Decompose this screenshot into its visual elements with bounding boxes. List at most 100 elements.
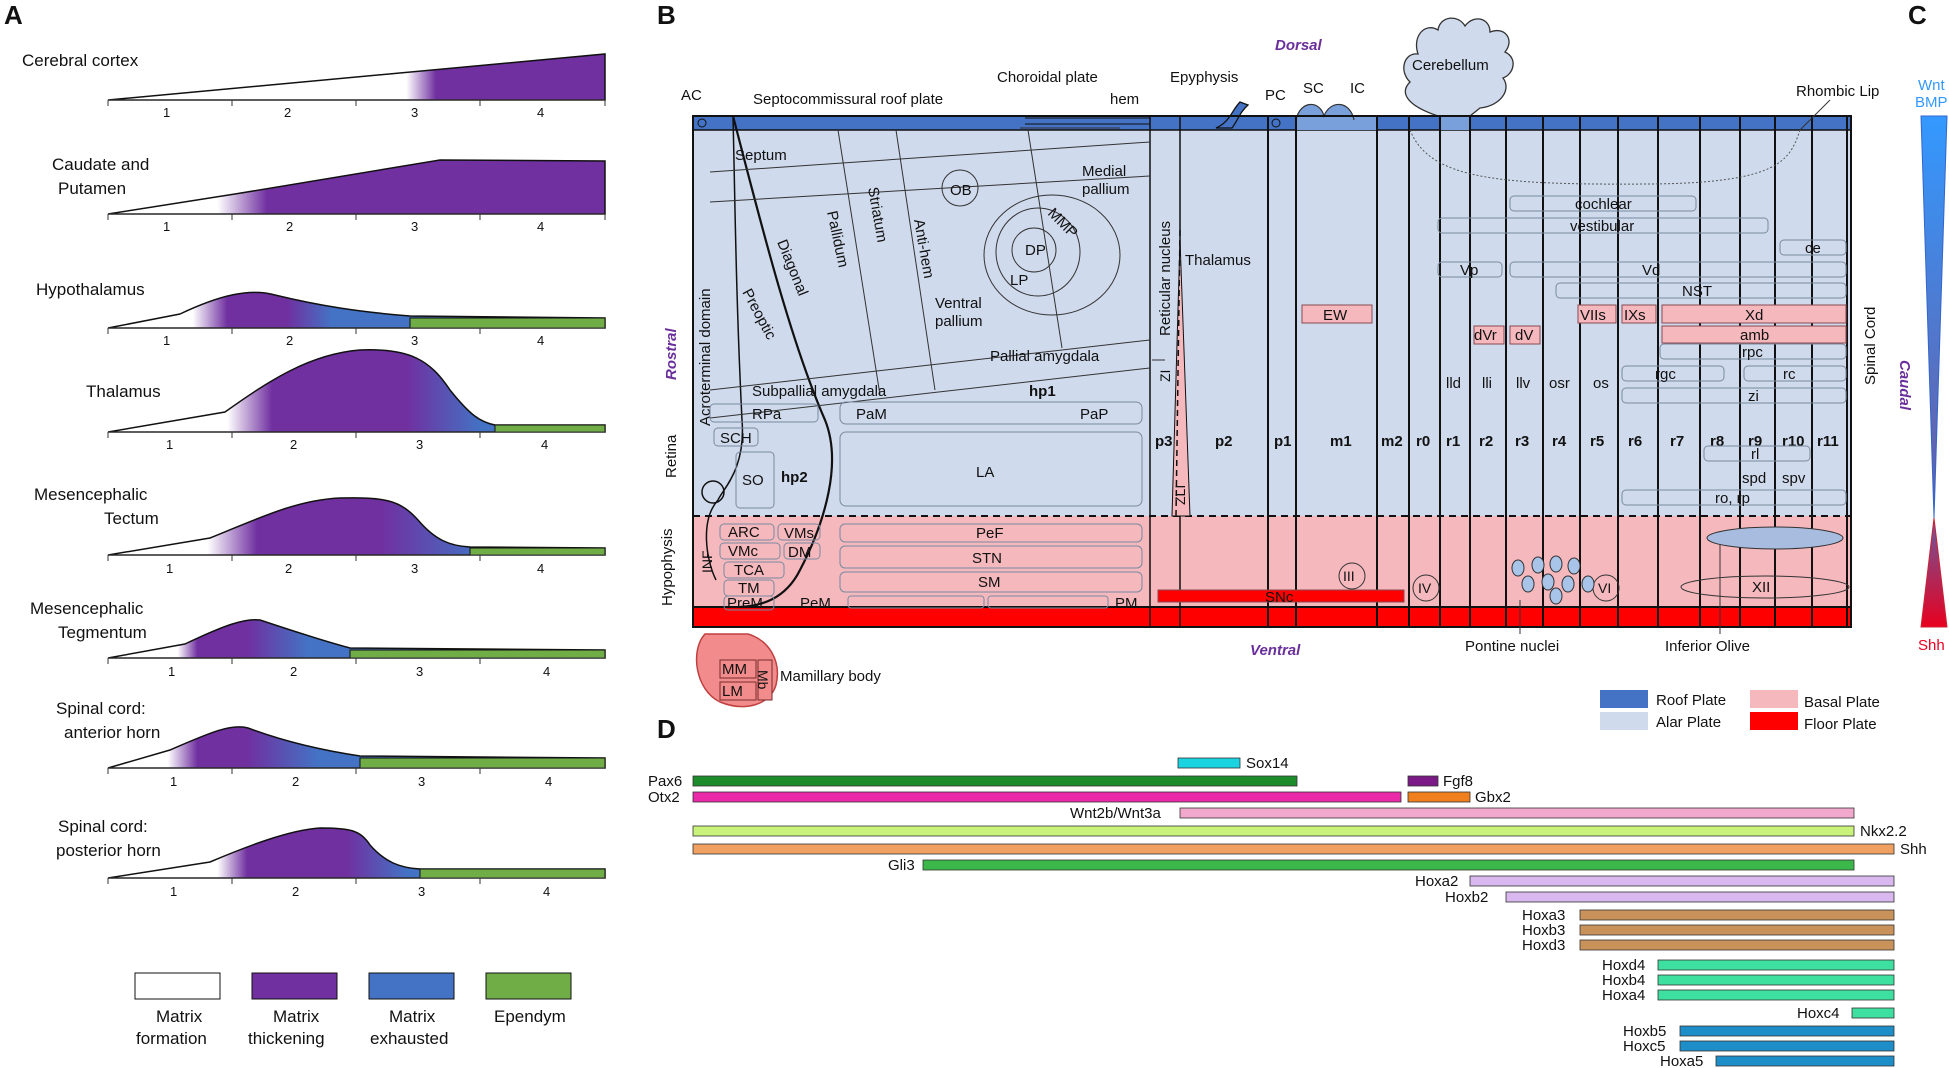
gene-bar-nkx22 — [692, 825, 1855, 837]
neural-tube-outline — [692, 115, 1852, 628]
nucleus-label: IV — [1418, 580, 1432, 596]
label-ventral: Ventral — [1250, 642, 1301, 659]
gradient-label-bmp: BMP — [1915, 94, 1948, 111]
nucleus-label: XII — [1752, 579, 1770, 596]
ependym-bar — [359, 757, 606, 769]
gene-bar-hoxb2 — [1505, 891, 1895, 903]
gene-label: Nkx2.2 — [1860, 823, 1907, 840]
gene-bar-hoxb5 — [1679, 1025, 1895, 1037]
nucleus-label: SCH — [720, 430, 752, 447]
label-ob: OB — [950, 182, 972, 199]
axis-tick: 3 — [411, 561, 418, 576]
nucleus-label: os — [1593, 375, 1609, 392]
gene-bar-fgf8 — [1407, 775, 1439, 787]
nucleus-label: Mb — [755, 670, 771, 690]
segment-label-hp1: hp1 — [1029, 383, 1056, 400]
area-title: Hypothalamus — [36, 280, 145, 299]
nucleus-label: MM — [722, 661, 747, 678]
nucleus-label: Xd — [1745, 307, 1763, 324]
nucleus-label: PaP — [1080, 406, 1108, 423]
axis-tick: 1 — [163, 333, 170, 348]
gene-label: Hoxa5 — [1660, 1053, 1703, 1068]
area-title: Tegmentum — [58, 623, 147, 642]
ependym-bar — [419, 868, 606, 879]
gene-label: Shh — [1900, 841, 1927, 858]
nucleus-label: PM — [1115, 595, 1138, 612]
legend-label: exhausted — [370, 1029, 448, 1048]
segment-label: r0 — [1416, 433, 1430, 450]
area-title: Thalamus — [86, 382, 161, 401]
axis-tick: 1 — [163, 219, 170, 234]
pc-marker — [1271, 118, 1281, 128]
segment-label: r7 — [1670, 433, 1684, 450]
axis-tick: 2 — [286, 219, 293, 234]
segment-label: r3 — [1515, 433, 1529, 450]
axis-tick: 2 — [284, 105, 291, 120]
gene-bar-wnt — [1179, 807, 1855, 819]
label-zi: ZI — [1157, 370, 1173, 382]
label-cerebellum: Cerebellum — [1412, 57, 1489, 74]
gene-label: Hoxc4 — [1797, 1005, 1840, 1022]
segment-label: p2 — [1215, 433, 1233, 450]
nucleus-label: osr — [1549, 375, 1570, 392]
panel-label-a: A — [4, 0, 23, 30]
nucleus-label: PeF — [976, 525, 1004, 542]
axis-tick: 3 — [418, 884, 425, 899]
area-title: posterior horn — [56, 841, 161, 860]
label-choroidal-plate: Choroidal plate — [997, 69, 1098, 86]
segment-label: r5 — [1590, 433, 1604, 450]
ependym-bar — [409, 317, 606, 329]
axis-tick: 1 — [170, 774, 177, 789]
nucleus-label: ARC — [728, 524, 760, 541]
legend-label: Floor Plate — [1804, 716, 1877, 733]
nucleus-label: spd — [1742, 470, 1766, 487]
gene-bar-hoxa3 — [1579, 909, 1895, 921]
legend-label: Roof Plate — [1656, 692, 1726, 709]
nucleus-label: TCA — [734, 562, 764, 579]
nucleus-label: vestibular — [1570, 218, 1634, 235]
gradient-label-shh: Shh — [1918, 637, 1945, 654]
panel-label-b: B — [657, 0, 676, 30]
rhombic-lip-arc — [1409, 129, 1801, 185]
area-title: Tectum — [104, 509, 159, 528]
colliculi — [1295, 103, 1355, 121]
snc-bar — [1157, 589, 1405, 603]
area-title: anterior horn — [64, 723, 160, 742]
gene-label: Hoxa3 — [1522, 907, 1565, 924]
legend-swatch-matrix-formation — [134, 972, 221, 1000]
nucleus-label: TM — [738, 580, 760, 597]
axis-tick: 4 — [537, 105, 544, 120]
nucleus-label: Vd — [1642, 262, 1660, 279]
label-pontine-nuclei: Pontine nuclei — [1465, 638, 1559, 655]
xii-ellipse — [1680, 575, 1850, 599]
label-pallial: Pallial amygdala — [990, 348, 1100, 365]
gene-bar-hoxa2 — [1469, 875, 1895, 887]
inferior-olive-shape — [1706, 526, 1844, 550]
axis-tick: 3 — [411, 105, 418, 120]
gene-label: Hoxb3 — [1522, 922, 1565, 939]
axis-tick: 3 — [416, 437, 423, 452]
nucleus-label: VIIs — [1580, 307, 1606, 324]
legend-label: thickening — [248, 1029, 325, 1048]
label-rhombic-lip: Rhombic Lip — [1796, 83, 1879, 100]
nucleus-label: rc — [1783, 366, 1796, 383]
gene-bar-hoxa5 — [1715, 1055, 1895, 1067]
nucleus-label: EW — [1323, 307, 1348, 324]
iii-circle — [1338, 562, 1366, 590]
mamillary-inner — [719, 659, 773, 701]
area-title: Caudate and — [52, 155, 149, 174]
axis-tick: 1 — [163, 105, 170, 120]
cerebellum-shape — [1403, 17, 1514, 117]
gene-label: Hoxc5 — [1623, 1038, 1666, 1055]
nucleus-label: lld — [1446, 375, 1461, 392]
axis-tick: 4 — [537, 333, 544, 348]
legend-swatch-alar — [1600, 712, 1648, 730]
segment-label: p1 — [1274, 433, 1292, 450]
gene-bar-hoxd3 — [1579, 939, 1895, 951]
label-ic: IC — [1350, 80, 1365, 97]
area-shape-posterior-horn — [107, 827, 606, 879]
nucleus-label: PaM — [856, 406, 887, 423]
segment-label: r1 — [1446, 433, 1460, 450]
area-shape-caudate — [107, 159, 606, 215]
floor-plate-fill — [693, 607, 1851, 627]
